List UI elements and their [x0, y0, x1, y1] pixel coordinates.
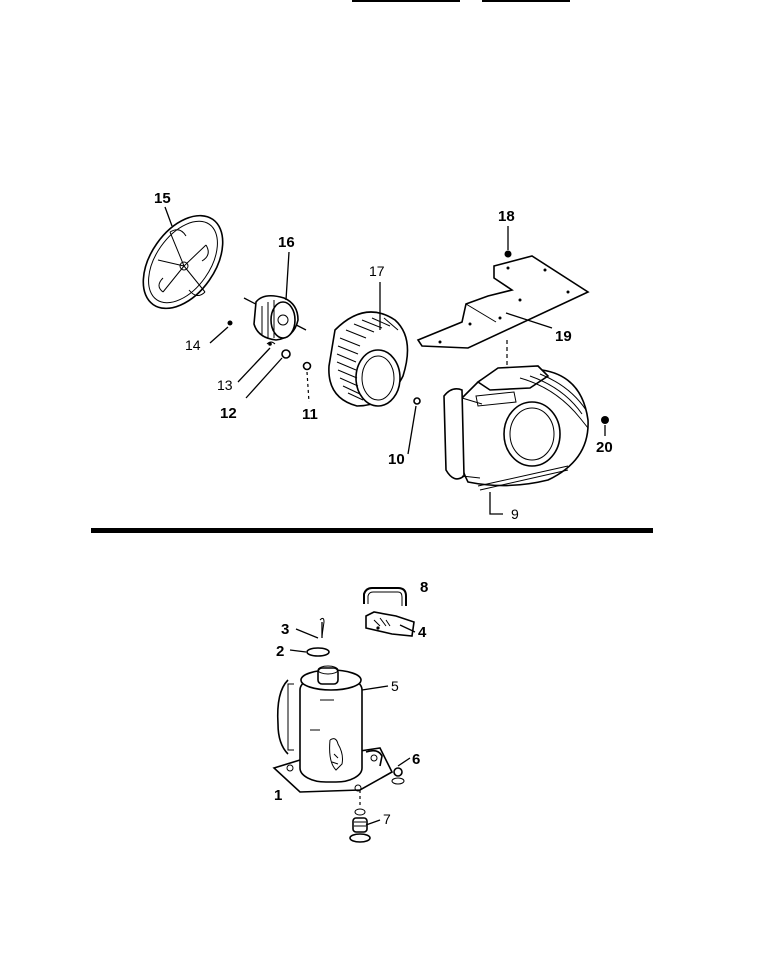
callout-12: 12	[220, 405, 237, 422]
callout-8: 8	[420, 579, 428, 596]
part-3-clip	[319, 617, 325, 638]
callout-3: 3	[281, 621, 289, 638]
part-10-screw	[413, 397, 421, 405]
callout-5: 5	[391, 678, 399, 694]
callout-20: 20	[596, 439, 613, 456]
part-17-blower-wheel	[328, 311, 409, 407]
callout-2: 2	[276, 643, 284, 660]
leader-7	[365, 819, 381, 826]
callout-15: 15	[154, 190, 171, 207]
callout-7: 7	[383, 811, 391, 827]
callout-13: 13	[217, 377, 233, 393]
leader-19	[505, 312, 553, 329]
callout-17: 17	[369, 263, 385, 279]
callout-1: 1	[274, 787, 282, 804]
part-11-set-screw	[302, 361, 312, 371]
leader-6	[397, 757, 411, 767]
leader-14	[209, 326, 229, 344]
leader-11	[306, 371, 310, 403]
part-5-compressor	[276, 665, 383, 783]
part-15-fan-shroud	[142, 214, 224, 310]
part-2-gasket	[306, 647, 330, 657]
leader-12	[245, 357, 283, 399]
part-9-blower-housing	[443, 365, 589, 491]
part-4-terminal-cover	[365, 611, 415, 637]
part-7-mounting-foot	[349, 808, 371, 843]
leader-4	[399, 624, 416, 633]
callout-19: 19	[555, 328, 572, 345]
leader-2	[289, 649, 307, 653]
part-16-motor	[243, 294, 307, 341]
callout-14: 14	[185, 337, 201, 353]
part-20-screw	[601, 416, 609, 424]
section-divider	[91, 528, 653, 533]
leader-3	[295, 628, 319, 639]
part-12-nut	[281, 349, 291, 359]
callout-10: 10	[388, 451, 405, 468]
part-14-screw	[227, 320, 233, 326]
callout-18: 18	[498, 208, 515, 225]
leader-5	[361, 685, 389, 691]
leader-10	[407, 405, 417, 455]
callout-16: 16	[278, 234, 295, 251]
leader-9	[489, 492, 503, 515]
part-6-grommet	[391, 767, 405, 785]
part-19-mounting-plate	[416, 255, 590, 349]
part-18-screw	[504, 250, 512, 258]
callout-4: 4	[418, 624, 427, 641]
leader-13	[237, 347, 271, 383]
leader-15	[164, 206, 173, 227]
part-8-bracket	[363, 587, 407, 606]
callout-11: 11	[302, 406, 318, 423]
callout-6: 6	[412, 751, 420, 768]
leader-16	[285, 251, 290, 301]
part-13-clip	[266, 341, 276, 346]
callout-9: 9	[511, 506, 519, 522]
